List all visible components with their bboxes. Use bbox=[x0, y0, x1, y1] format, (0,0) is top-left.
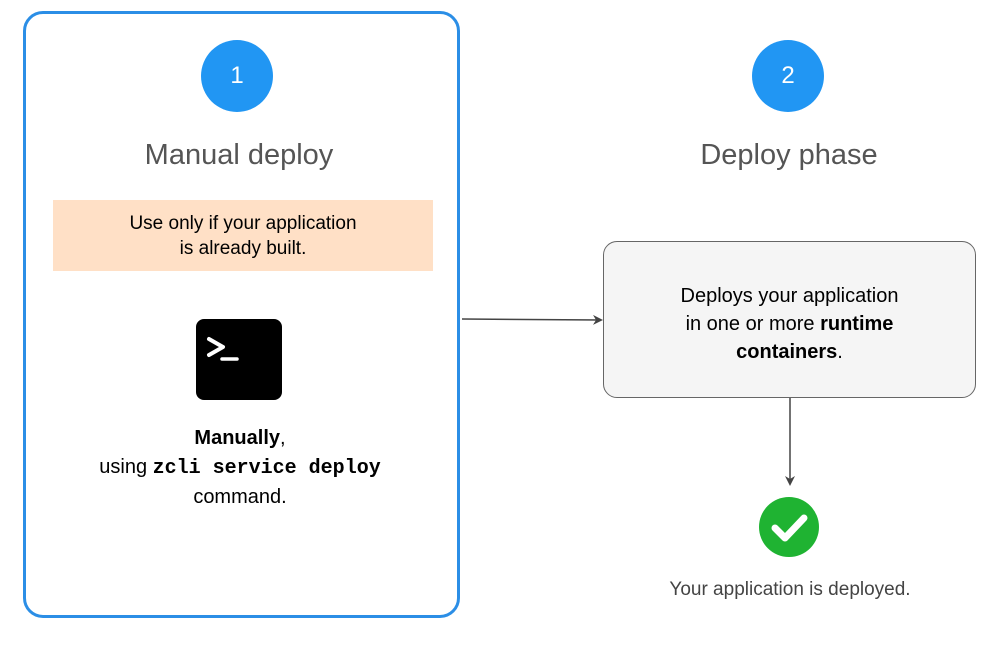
phase-line-1: Deploys your application bbox=[680, 285, 899, 307]
deploy-phase-box: Deploys your application in one or more … bbox=[603, 241, 976, 398]
method-bold: Manually bbox=[194, 427, 280, 449]
manual-deploy-note: Use only if your application is already … bbox=[53, 200, 433, 271]
phase-line-2-prefix: in one or more bbox=[685, 313, 821, 335]
containers-bold: containers bbox=[736, 341, 838, 363]
step-2-badge: 2 bbox=[752, 40, 824, 112]
runtime-bold: runtime bbox=[820, 313, 894, 335]
step-1-badge: 1 bbox=[201, 40, 273, 112]
command-line: using zcli service deploy bbox=[40, 453, 440, 483]
manual-deploy-panel bbox=[23, 11, 460, 618]
manual-deploy-description: Manually, using zcli service deploy comm… bbox=[40, 424, 440, 512]
terminal-icon bbox=[196, 319, 282, 400]
deployed-status-text: Your application is deployed. bbox=[669, 579, 911, 600]
arrow-manual-to-phase bbox=[461, 314, 603, 325]
method-comma: , bbox=[280, 427, 286, 449]
cli-command: zcli service deploy bbox=[152, 457, 381, 480]
step-1-title: Manual deploy bbox=[144, 139, 334, 171]
phase-line-2: in one or more runtime bbox=[604, 310, 975, 338]
command-suffix: command. bbox=[193, 486, 287, 508]
check-circle-icon bbox=[758, 496, 820, 558]
method-line: Manually, bbox=[40, 424, 440, 453]
phase-line-3-suffix: . bbox=[837, 341, 843, 363]
step-2-title: Deploy phase bbox=[700, 139, 878, 171]
note-line-1: Use only if your application bbox=[129, 213, 357, 234]
note-line-2: is already built. bbox=[179, 238, 307, 259]
using-prefix: using bbox=[99, 456, 153, 478]
phase-line-3: containers. bbox=[604, 338, 975, 366]
